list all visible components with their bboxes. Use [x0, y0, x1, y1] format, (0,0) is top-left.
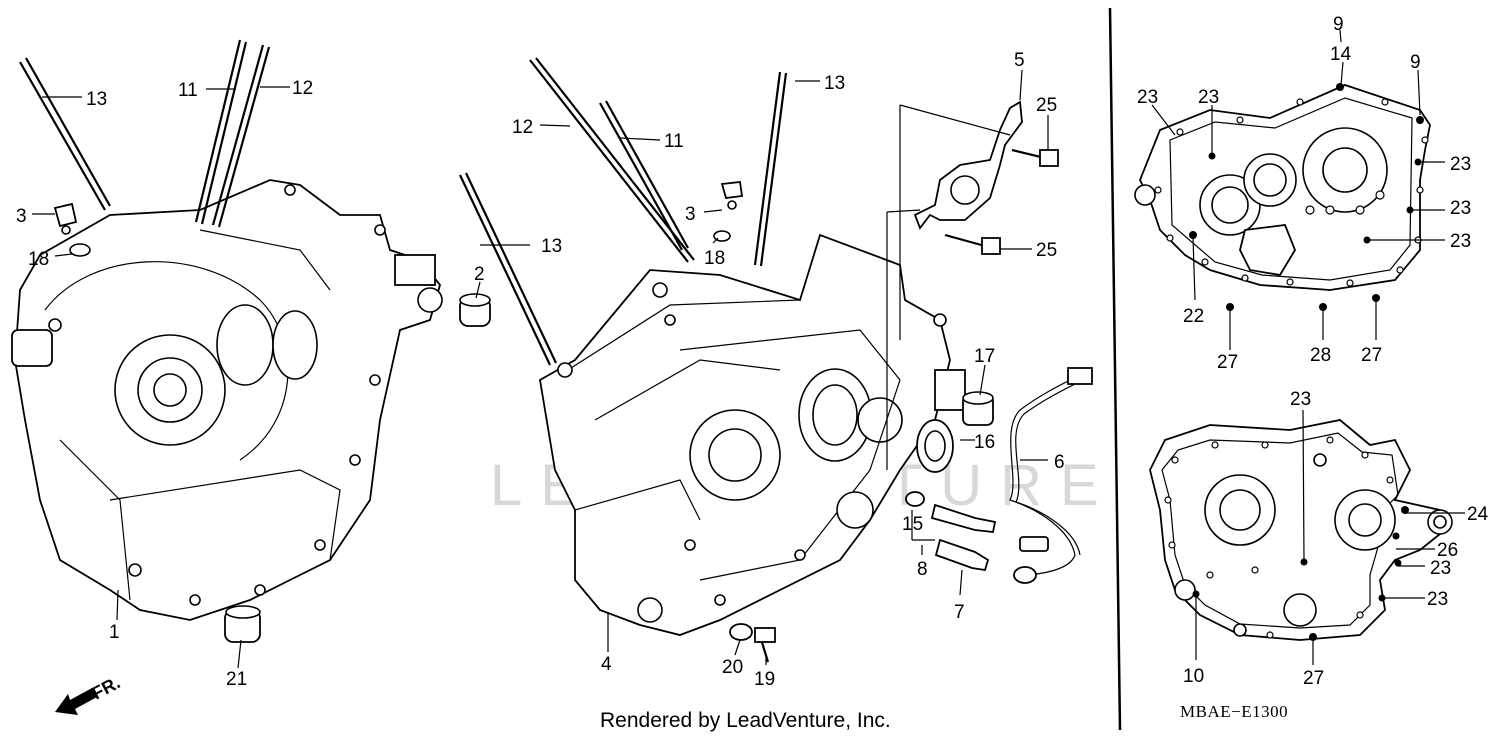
callout-14: 14 [1330, 44, 1352, 65]
callout-22: 22 [1183, 306, 1204, 327]
callout-27: 27 [1303, 668, 1324, 689]
rendered-by-credit: Rendered by LeadVenture, Inc. [600, 709, 891, 732]
callout-13: 13 [824, 73, 845, 94]
callout-23: 23 [1290, 389, 1311, 410]
stud-bolts-center [459, 57, 788, 366]
callout-23: 23 [1430, 558, 1451, 579]
callout-27: 27 [1217, 352, 1238, 373]
crankcase-cover-bottom [1149, 419, 1453, 641]
callout-labels: 1 2 3 3 4 5 6 7 8 9 9 10 11 11 12 12 13 … [16, 14, 1489, 690]
diagram-code: MBAE−E1300 [1180, 702, 1288, 721]
small-parts-left [53, 202, 491, 643]
callout-24: 24 [1467, 504, 1489, 525]
callout-9: 9 [1410, 52, 1421, 73]
crankcase-cover-top [1134, 83, 1431, 311]
left-crankcase-illustration [11, 179, 443, 621]
callout-21: 21 [226, 669, 247, 690]
callout-9: 9 [1333, 14, 1344, 35]
callout-3: 3 [16, 206, 27, 227]
divider-line [1108, 7, 1122, 731]
callout-26: 26 [1437, 540, 1458, 561]
leader-lines [32, 29, 1465, 669]
callout-23: 23 [1450, 231, 1471, 252]
callout-23: 23 [1198, 87, 1219, 108]
front-label: FR. [88, 672, 123, 703]
callout-6: 6 [1054, 452, 1065, 473]
callout-1: 1 [109, 622, 120, 643]
callout-13: 13 [86, 89, 107, 110]
small-parts-center [713, 100, 1093, 663]
front-direction-arrow: FR. [55, 672, 123, 715]
stud-bolts-left [19, 39, 271, 228]
callout-2: 2 [474, 264, 485, 285]
callout-12: 12 [512, 117, 533, 138]
callout-11: 11 [178, 80, 198, 101]
callout-3: 3 [685, 204, 696, 225]
callout-25: 25 [1036, 95, 1057, 116]
callout-23: 23 [1137, 87, 1158, 108]
callout-19: 19 [754, 669, 775, 690]
callout-18: 18 [704, 248, 725, 269]
callout-7: 7 [954, 602, 965, 623]
callout-13: 13 [541, 236, 562, 257]
callout-17: 17 [974, 346, 995, 367]
callout-23: 23 [1450, 198, 1471, 219]
callout-16: 16 [974, 432, 995, 453]
callout-18: 18 [28, 249, 49, 270]
right-crankcase-illustration [539, 233, 966, 636]
callout-28: 28 [1310, 345, 1331, 366]
callout-4: 4 [601, 654, 612, 675]
callout-12: 12 [292, 78, 313, 99]
callout-10: 10 [1183, 666, 1204, 687]
callout-11: 11 [664, 131, 684, 152]
callout-15: 15 [902, 514, 923, 535]
callout-5: 5 [1014, 50, 1025, 71]
callout-23: 23 [1427, 589, 1448, 610]
callout-27: 27 [1361, 345, 1382, 366]
callout-25: 25 [1036, 240, 1057, 261]
callout-20: 20 [722, 657, 743, 678]
callout-23: 23 [1450, 154, 1471, 175]
callout-8: 8 [917, 559, 928, 580]
